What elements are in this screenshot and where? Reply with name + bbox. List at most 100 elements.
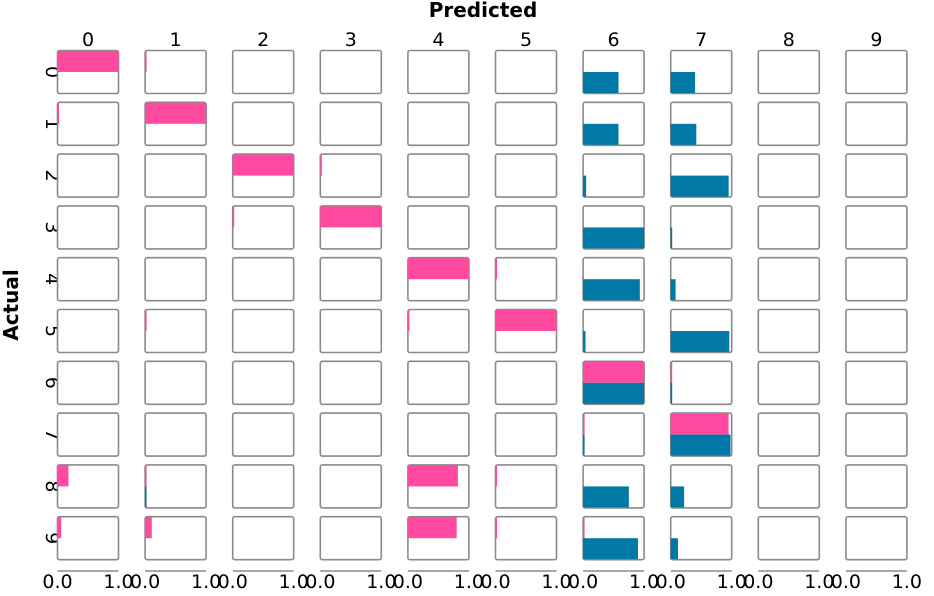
x-tick-label: 0.0 [480, 571, 510, 591]
bar-top-0-1 [145, 51, 147, 72]
bar-bottom-2-7 [670, 175, 729, 197]
cell-frame [845, 308, 908, 354]
cell-0-3 [319, 49, 383, 95]
bar-top-0-0 [57, 51, 119, 72]
cell-5-0 [56, 308, 120, 354]
cell-1-2 [231, 101, 295, 147]
bar-top-8-0 [57, 465, 69, 487]
cell-0-8 [757, 49, 821, 95]
cell-3-6 [582, 205, 645, 250]
cell-4-5 [494, 256, 558, 302]
cell-5-5 [494, 308, 558, 354]
column-label-8: 8 [783, 29, 795, 51]
cell-8-2 [231, 464, 295, 509]
bar-bottom-8-6 [583, 486, 629, 508]
column-label-6: 6 [608, 29, 620, 51]
bar-bottom-7-7 [670, 434, 731, 456]
x-tick-label: 1.0 [892, 571, 922, 591]
x-tick-label: 1.0 [541, 571, 571, 591]
x-tick-label: 1.0 [366, 571, 396, 591]
cell-9-8 [757, 515, 821, 561]
cell-9-3 [319, 515, 383, 561]
bar-top-3-3 [320, 206, 382, 228]
cell-8-3 [319, 464, 383, 509]
cell-3-9 [845, 205, 908, 250]
x-tick-label: 1.0 [279, 571, 309, 591]
column-label-1: 1 [170, 29, 182, 51]
x-axis-title: Predicted [429, 0, 538, 22]
cell-9-4 [407, 515, 470, 561]
cell-2-8 [757, 153, 821, 198]
bar-bottom-9-6 [583, 538, 638, 560]
bar-top-2-3 [320, 154, 322, 176]
cell-frame [319, 49, 383, 95]
cell-frame [144, 360, 207, 406]
bar-bottom-9-7 [670, 538, 679, 560]
cell-0-9 [845, 49, 908, 95]
cell-6-9 [845, 360, 908, 406]
bar-top-9-0 [57, 517, 62, 539]
cell-6-4 [407, 360, 470, 406]
cell-frame [56, 515, 120, 561]
cell-5-6 [582, 308, 645, 354]
x-tick-label: 0.0 [42, 571, 72, 591]
bar-top-9-6 [583, 517, 585, 539]
cell-8-7 [669, 464, 733, 509]
bar-top-2-2 [232, 154, 294, 176]
cell-frame [56, 412, 120, 457]
cell-frame [845, 256, 908, 302]
cell-7-7 [669, 412, 733, 457]
cell-frame [669, 256, 733, 302]
cell-frame [494, 360, 558, 406]
bar-bottom-3-6 [583, 227, 645, 249]
cell-frame [319, 308, 383, 354]
cell-frame [56, 153, 120, 198]
cell-6-8 [757, 360, 821, 406]
cell-8-1 [144, 464, 207, 509]
cell-frame [144, 256, 207, 302]
cell-1-5 [494, 101, 558, 147]
bar-top-8-5 [495, 465, 497, 487]
bar-top-5-1 [145, 310, 147, 331]
cell-6-7 [669, 360, 733, 406]
cell-4-7 [669, 256, 733, 302]
cell-frame [56, 205, 120, 250]
cell-0-1 [144, 49, 207, 95]
cell-4-0 [56, 256, 120, 302]
bar-bottom-1-6 [583, 123, 619, 145]
bar-top-8-4 [407, 465, 458, 487]
cell-5-4 [407, 308, 470, 354]
cell-frame [231, 101, 295, 147]
x-tick-label: 1.0 [804, 571, 834, 591]
cell-2-9 [845, 153, 908, 198]
cell-7-9 [845, 412, 908, 457]
bar-bottom-1-7 [670, 123, 697, 145]
bar-top-9-5 [495, 517, 497, 539]
cell-frame [757, 205, 821, 250]
bar-bottom-4-6 [583, 279, 640, 301]
cell-frame [669, 205, 733, 250]
bar-top-7-7 [670, 413, 729, 435]
cell-0-0 [56, 49, 120, 95]
cell-frame [231, 308, 295, 354]
cell-frame [144, 412, 207, 457]
cell-2-7 [669, 153, 733, 198]
cell-1-1 [144, 101, 207, 147]
cell-4-3 [319, 256, 383, 302]
cell-6-3 [319, 360, 383, 406]
cell-frame [231, 49, 295, 95]
cell-frame [319, 256, 383, 302]
cell-0-4 [407, 49, 470, 95]
cell-frame [319, 515, 383, 561]
bar-bottom-2-6 [583, 175, 587, 197]
cell-frame [757, 412, 821, 457]
cell-5-1 [144, 308, 207, 354]
cell-1-9 [845, 101, 908, 147]
bar-top-7-6 [583, 413, 585, 435]
x-tick-label: 0.0 [831, 571, 861, 591]
cell-frame [757, 308, 821, 354]
cell-frame [845, 412, 908, 457]
cell-9-7 [669, 515, 733, 561]
bar-bottom-7-6 [583, 434, 585, 456]
